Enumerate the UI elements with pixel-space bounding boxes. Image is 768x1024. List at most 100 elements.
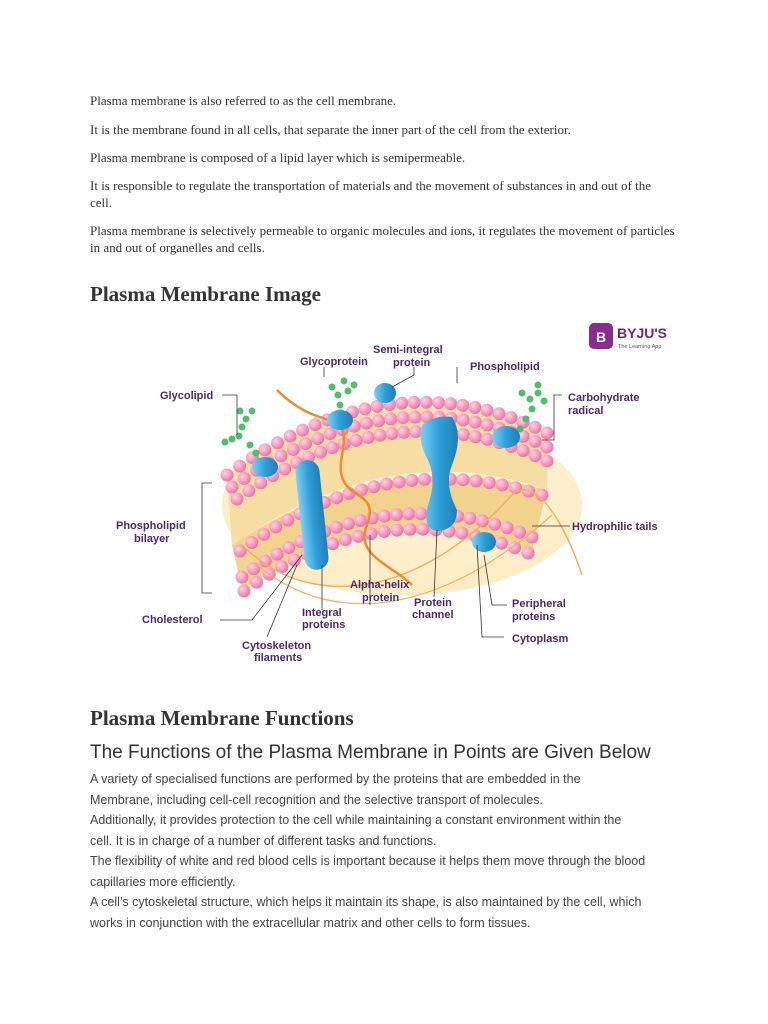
phospholipid-head	[540, 440, 554, 454]
protein-channel	[420, 416, 458, 531]
functions-line: Membrane, including cell-cell recognitio…	[90, 792, 544, 807]
functions-line: A variety of specialised functions are p…	[90, 772, 581, 786]
phospholipid-head	[351, 529, 365, 543]
phospholipid-head	[495, 536, 508, 550]
intro-paragraph: It is responsible to regulate the transp…	[90, 178, 652, 210]
phospholipid-head	[390, 523, 404, 537]
phospholipid-head	[397, 425, 411, 439]
phospholipid-head	[286, 443, 300, 456]
phospholipid-head	[377, 525, 391, 538]
phospholipid-head	[271, 436, 284, 450]
functions-line: Additionally, it provides protection to …	[90, 813, 622, 827]
logo-text: BYJU'S	[617, 325, 667, 341]
phospholipid-head	[535, 488, 549, 502]
leader-lines	[201, 367, 570, 638]
glycolipid-chain	[221, 407, 260, 457]
phospholipid-head	[513, 525, 526, 539]
intro-paragraph: Plasma membrane is also referred to as t…	[90, 93, 397, 108]
phospholipid-head	[299, 437, 313, 451]
points-heading: The Functions of the Plasma Membrane in …	[90, 742, 651, 763]
label-semi-integral-protein: protein	[393, 357, 431, 369]
functions-heading: Plasma Membrane Functions	[90, 706, 354, 730]
label-phospholipid-bilayer: Phospholipid	[116, 520, 186, 532]
phospholipid-head	[378, 509, 391, 523]
label-cytoplasm: Cytoplasm	[512, 633, 568, 645]
label-radical: radical	[568, 405, 603, 417]
phospholipid-head	[258, 443, 272, 457]
phospholipid-head	[233, 544, 247, 558]
semi-integral-protein	[374, 383, 396, 403]
logo-badge	[589, 323, 613, 349]
cytoskeleton-filament	[256, 514, 553, 605]
phospholipid-head	[314, 445, 327, 459]
carbohydrate-chain	[516, 381, 548, 433]
phospholipid-head	[488, 517, 502, 531]
phospholipid-head	[373, 428, 387, 442]
phospholipid-head	[237, 584, 251, 598]
phospholipid-head	[407, 395, 421, 409]
phospholipid-head	[278, 462, 292, 476]
phospholipid-head	[325, 441, 339, 455]
label-glycoprotein: Glycoprotein	[300, 356, 368, 368]
label-peripheral: Peripheral	[512, 598, 566, 610]
functions-line: The flexibility of white and red blood c…	[90, 854, 646, 868]
phospholipid-head	[311, 432, 325, 445]
label-cholesterol: Cholesterol	[142, 614, 203, 626]
phospholipid-head	[525, 530, 539, 544]
phospholipid-head	[468, 415, 482, 429]
phospholipid-head	[495, 478, 509, 492]
label-protein: Protein	[414, 597, 452, 609]
intro-paragraph: It is the membrane found in all cells, t…	[90, 122, 571, 137]
functions-line: cell. It is in charge of a number of dif…	[90, 833, 437, 848]
integral-protein	[295, 460, 329, 570]
phospholipid-head	[245, 535, 259, 549]
image-heading: Plasma Membrane Image	[90, 282, 321, 306]
phospholipid-head	[330, 491, 344, 505]
phospholipid-head	[444, 397, 458, 411]
phospholipid-head	[469, 474, 483, 488]
phospholipid-head	[341, 517, 355, 531]
functions-line: capillaries more efficiently.	[90, 874, 236, 889]
phospholipid-head	[282, 541, 296, 555]
phospholipid-head	[258, 554, 272, 568]
phospholipid-head	[403, 522, 417, 536]
phospholipid-head	[269, 520, 283, 534]
intro-paragraph: Plasma membrane is selectively permeable…	[90, 223, 675, 255]
phospholipid-head	[455, 526, 469, 540]
phospholipid-head	[528, 420, 542, 434]
phospholipid-head	[456, 413, 470, 427]
phospholipid-head	[432, 396, 445, 410]
label-glycolipid: Glycolipid	[160, 390, 213, 402]
phospholipid-head	[281, 513, 295, 527]
phospholipid-head	[225, 480, 239, 494]
phospholipid-head	[504, 411, 518, 425]
phospholipid-head	[456, 473, 470, 487]
phospholipid-head	[230, 492, 244, 506]
glycoprotein-protein	[327, 410, 353, 430]
byjus-logo: B BYJU'S The Learning App	[589, 323, 667, 350]
functions-line: works in conjunction with the extracellu…	[90, 915, 531, 930]
functions-line: A cell’s cytoskeletal structure, which h…	[90, 895, 642, 909]
intro-paragraph: Plasma membrane is composed of a lipid l…	[90, 150, 466, 165]
phospholipid-head	[516, 429, 530, 443]
phospholipid-head	[540, 426, 554, 440]
logo-tagline: The Learning App	[618, 344, 661, 350]
label-carbohydrate: Carbohydrate	[568, 392, 640, 404]
phospholipid-head	[409, 425, 423, 439]
phospholipid-head	[287, 553, 301, 567]
phospholipid-head	[390, 508, 404, 522]
phospholipid-head	[254, 476, 268, 490]
phospholipid-head	[540, 454, 554, 468]
phospholipid-head	[508, 541, 522, 555]
phospholipid-head	[482, 476, 496, 490]
phospholipid-head	[418, 472, 431, 486]
phospholipid-head	[395, 396, 409, 410]
label-filaments: filaments	[254, 652, 302, 664]
phospholipid-head	[242, 484, 256, 498]
phospholipid-head	[323, 427, 337, 441]
phospholipid-head	[480, 403, 494, 417]
peripheral-protein	[472, 532, 496, 552]
phospholipid-head	[361, 431, 375, 444]
phospholipid-head	[360, 416, 373, 430]
phospholipid-head	[380, 477, 393, 491]
